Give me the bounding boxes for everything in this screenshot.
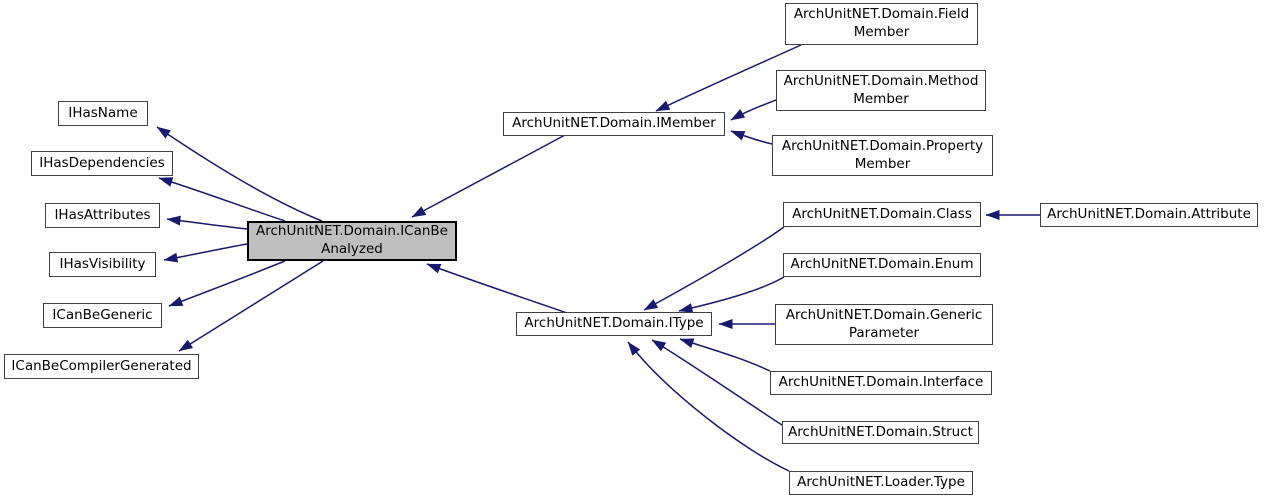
class-node-ihasvisibility[interactable]: IHasVisibility [49,252,156,277]
class-node-genericparameter[interactable]: ArchUnitNET.Domain.Generic Parameter [775,304,993,345]
class-node-interface[interactable]: ArchUnitNET.Domain.Interface [770,371,992,395]
class-node-icanbeanalyzed: ArchUnitNET.Domain.ICanBe Analyzed [247,221,457,261]
inheritance-edge-icanbeanalyzed-to-ihasattributes [166,215,248,230]
class-node-imember[interactable]: ArchUnitNET.Domain.IMember [503,112,725,136]
class-node-enum[interactable]: ArchUnitNET.Domain.Enum [783,253,981,277]
inheritance-edge-icanbeanalyzed-to-ihasvisibility [163,243,248,263]
inheritance-edge-interface-to-itype [679,338,771,372]
class-node-attribute[interactable]: ArchUnitNET.Domain.Attribute [1040,203,1258,227]
inheritance-edge-icanbeanalyzed-to-ihasname [156,126,323,222]
class-node-icanbecompilergenerated[interactable]: ICanBeCompilerGenerated [4,354,199,379]
inheritance-edge-loadertype-to-itype [627,341,790,472]
inheritance-edge-imember-to-icanbeanalyzed [411,134,566,218]
inheritance-edge-propertymember-to-imember [730,130,773,145]
inheritance-edge-icanbeanalyzed-to-ihasdependencies [158,177,286,222]
class-node-propertymember[interactable]: ArchUnitNET.Domain.Property Member [772,135,993,176]
class-node-ihasdependencies[interactable]: IHasDependencies [31,151,173,176]
inheritance-edge-struct-to-itype [651,339,783,426]
class-node-struct[interactable]: ArchUnitNET.Domain.Struct [782,421,979,444]
class-node-itype[interactable]: ArchUnitNET.Domain.IType [516,312,712,336]
inheritance-edge-enum-to-itype [678,276,785,313]
class-node-icanbegeneric[interactable]: ICanBeGeneric [43,303,162,328]
inheritance-edge-fieldmember-to-imember [655,44,802,112]
edge-group [156,44,1040,472]
inheritance-edge-itype-to-icanbeanalyzed [426,263,568,314]
inheritance-edge-icanbeanalyzed-to-icanbegeneric [168,260,286,307]
inheritance-edge-methodmember-to-imember [730,99,777,121]
class-node-methodmember[interactable]: ArchUnitNET.Domain.Method Member [776,70,986,111]
class-node-fieldmember[interactable]: ArchUnitNET.Domain.Field Member [785,3,978,45]
inheritance-edge-icanbeanalyzed-to-icanbecompilergenerated [178,260,324,352]
class-node-loadertype[interactable]: ArchUnitNET.Loader.Type [789,471,973,495]
class-node-class[interactable]: ArchUnitNET.Domain.Class [783,202,981,227]
inheritance-edge-class-to-itype [643,226,785,311]
class-node-ihasname[interactable]: IHasName [58,101,148,126]
class-node-ihasattributes[interactable]: IHasAttributes [45,203,160,228]
